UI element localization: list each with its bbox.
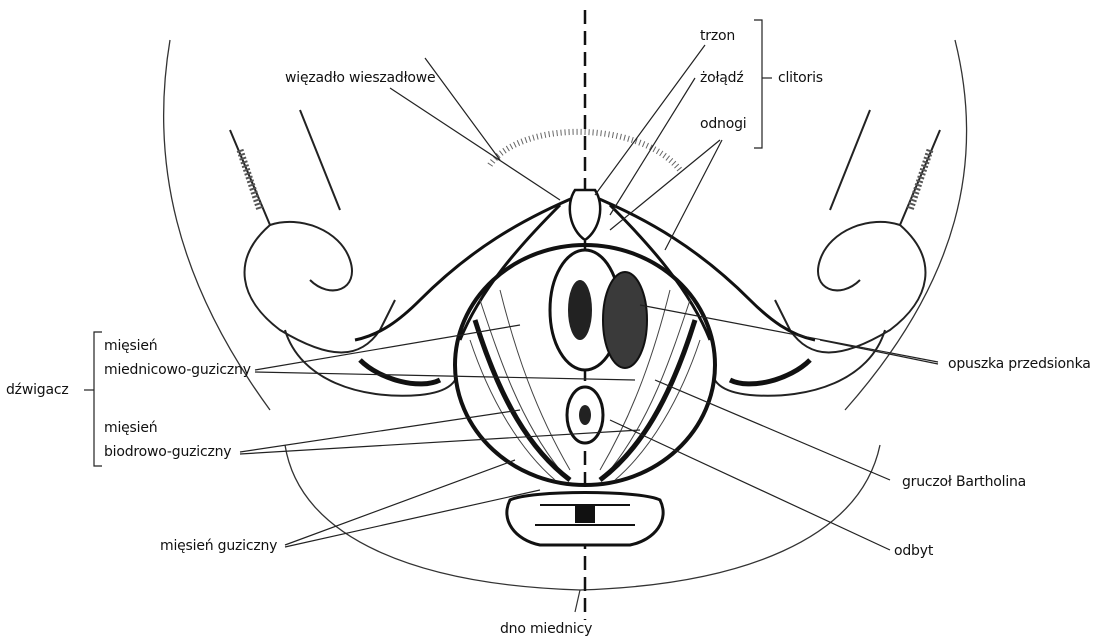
label-suspensory-ligament: więzadło wieszadłowe <box>285 70 435 86</box>
label-muscle-1: mięsień <box>104 338 157 354</box>
label-crura: odnogi <box>700 116 746 132</box>
label-clitoris-body: trzon <box>700 28 735 44</box>
label-vestibular-bulb: opuszka przedsionka <box>948 356 1091 372</box>
label-levator: dźwigacz <box>6 382 69 398</box>
label-clitoris: clitoris <box>778 70 823 86</box>
leader-lines <box>84 20 938 550</box>
label-glans: żołądź <box>700 70 744 86</box>
right-hip-bone <box>714 110 940 396</box>
label-coccygeus: mięsień guziczny <box>160 538 277 554</box>
clitoris-body <box>570 190 600 240</box>
vestibular-bulb <box>603 272 647 368</box>
label-anus: odbyt <box>894 543 933 559</box>
label-bartholin-gland: gruczoł Bartholina <box>902 474 1026 490</box>
label-muscle-2: mięsień <box>104 420 157 436</box>
label-pubococcygeus: miednicowo-guziczny <box>104 362 251 378</box>
left-hip-bone <box>230 110 456 396</box>
label-iliococcygeus: biodrowo-guziczny <box>104 444 231 460</box>
label-pelvic-floor: dno miednicy <box>500 621 592 637</box>
